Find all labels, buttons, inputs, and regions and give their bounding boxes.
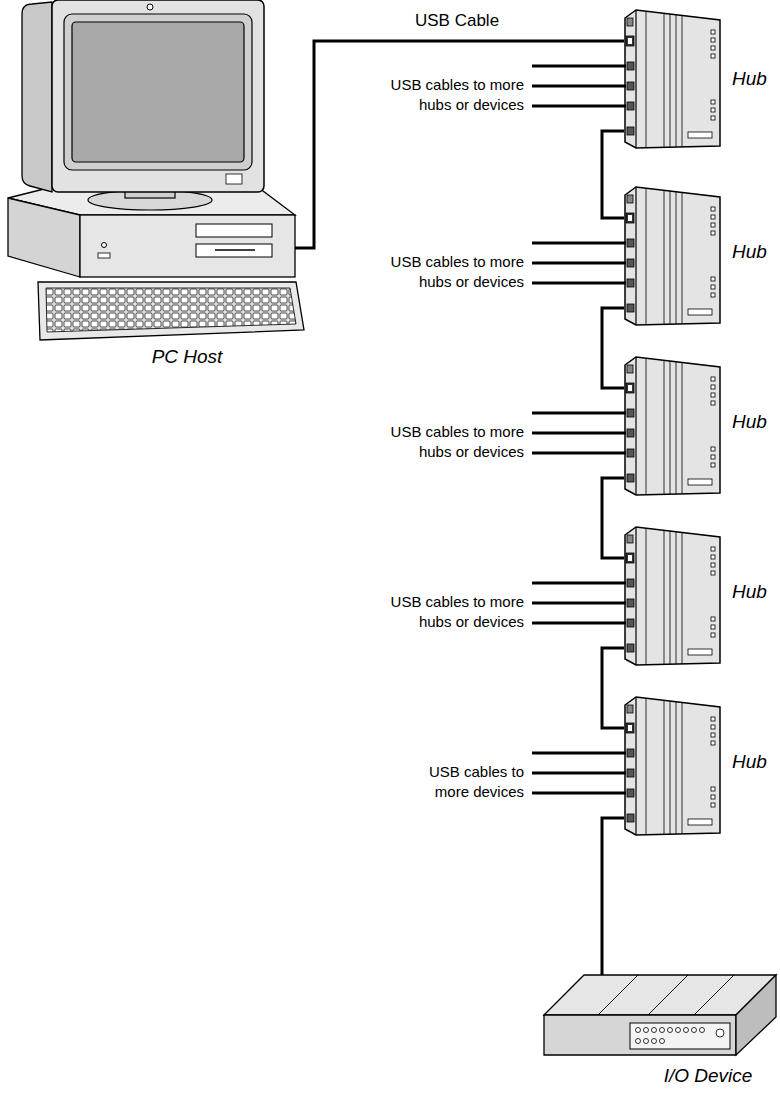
cable-note: USB cables to more hubs or devices — [374, 422, 524, 462]
hub-illustration — [625, 527, 720, 665]
usb-cable — [602, 478, 624, 558]
cable-note: USB cables to more hubs or devices — [374, 592, 524, 632]
usb-cable — [306, 41, 624, 248]
usb-hub: Hub — [624, 185, 778, 325]
cable-label: USB Cable — [412, 11, 502, 31]
cable-note: USB cables to more hubs or devices — [374, 252, 524, 292]
usb-hub: Hub — [624, 525, 778, 665]
node-label: Hub — [732, 241, 767, 263]
hub-illustration — [625, 697, 720, 835]
node-label: PC Host — [127, 346, 247, 368]
usb-cable — [602, 648, 624, 728]
io-device: I/O Device — [538, 975, 778, 1097]
node-label: Hub — [732, 581, 767, 603]
usb-cable — [602, 818, 624, 975]
cable-note: USB cables to more hubs or devices — [374, 75, 524, 115]
node-label: Hub — [732, 751, 767, 773]
pc-illustration — [8, 0, 306, 340]
usb-cable — [602, 131, 624, 218]
stub-cables — [532, 66, 626, 793]
pc-host: PC Host — [6, 0, 306, 372]
io-device-illustration — [544, 975, 776, 1055]
node-label: Hub — [732, 68, 767, 90]
usb-hub: Hub — [624, 355, 778, 495]
usb-cable — [602, 308, 624, 388]
cable-note: USB cables to more devices — [412, 762, 524, 802]
hub-illustration — [625, 187, 720, 325]
hub-illustration — [625, 10, 720, 148]
node-label: I/O Device — [638, 1065, 778, 1087]
usb-hub: Hub — [624, 695, 778, 835]
usb-hub: Hub — [624, 8, 778, 148]
hub-illustration — [625, 357, 720, 495]
node-label: Hub — [732, 411, 767, 433]
